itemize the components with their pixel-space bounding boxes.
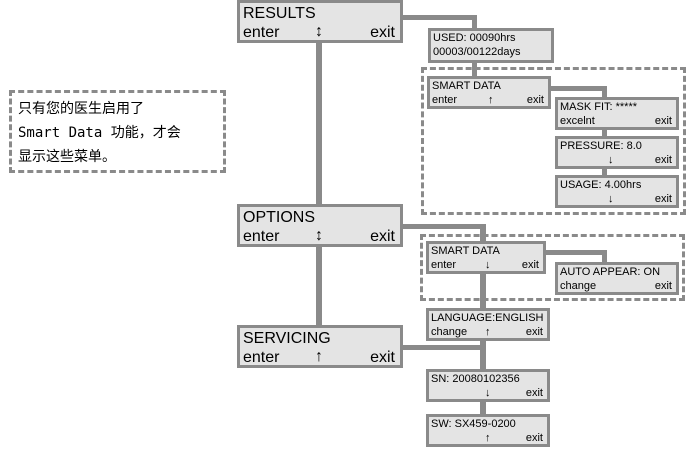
usage-arrow-icon: ↓ <box>608 193 614 205</box>
sw-box[interactable]: SW: SX459-0200 ↑ exit <box>426 414 550 447</box>
results-smart-data-exit: exit <box>526 94 544 106</box>
results-exit: exit <box>370 24 395 41</box>
usage-title: USAGE: 4.00hrs <box>560 179 642 191</box>
chinese-note-box: 只有您的医生启用了 Smart Data 功能，才会 显示这些菜单。 <box>9 90 226 173</box>
pressure-box[interactable]: PRESSURE: 8.0 ↓ exit <box>555 136 679 169</box>
pressure-arrow-icon: ↓ <box>608 154 614 166</box>
options-smart-data-enter: enter <box>431 259 457 271</box>
options-arrow-icon: ↕ <box>315 227 323 244</box>
options-smart-data-box[interactable]: SMART DATA enter ↓ exit <box>426 241 546 274</box>
mask-fit-value: excelnt <box>560 115 595 127</box>
results-smart-data-title: SMART DATA <box>432 80 501 92</box>
auto-appear-exit: exit <box>654 280 672 292</box>
servicing-title: SERVICING <box>243 330 331 347</box>
results-smart-data-group <box>421 67 686 215</box>
sn-arrow-icon: ↓ <box>485 387 491 399</box>
results-title: RESULTS <box>243 5 316 22</box>
options-menu[interactable]: OPTIONS enter ↕ exit <box>237 204 403 247</box>
pressure-exit: exit <box>654 154 672 166</box>
results-to-used-connector <box>400 15 475 20</box>
main-vertical-connector <box>316 42 322 327</box>
language-box[interactable]: LANGUAGE:ENGLISH change ↑ exit <box>426 308 550 341</box>
options-smart-data-arrow-icon: ↓ <box>485 259 491 271</box>
servicing-enter: enter <box>243 349 280 366</box>
options-smart-data-group <box>420 234 685 301</box>
note-line-2: Smart Data 功能，才会 <box>18 125 181 141</box>
servicing-arrow-icon: ↑ <box>315 348 323 365</box>
results-smart-data-enter: enter <box>432 94 458 106</box>
results-smartdata-drop <box>602 86 607 99</box>
usage-exit: exit <box>654 193 672 205</box>
options-enter: enter <box>243 228 280 245</box>
mask-fit-exit: exit <box>654 115 672 127</box>
used-box[interactable]: USED: 00090hrs 00003/00122days <box>428 28 554 63</box>
servicing-menu[interactable]: SERVICING enter ↑ exit <box>237 325 403 368</box>
usage-box[interactable]: USAGE: 4.00hrs ↓ exit <box>555 175 679 208</box>
options-smartdata-drop <box>602 250 607 263</box>
options-to-smartdata-connector <box>400 224 485 229</box>
auto-appear-box[interactable]: AUTO APPEAR: ON change exit <box>555 262 679 295</box>
sn-title: SN: 20080102356 <box>431 373 520 385</box>
sn-box[interactable]: SN: 20080102356 ↓ exit <box>426 369 550 402</box>
sw-arrow-icon: ↑ <box>485 432 491 444</box>
servicing-exit: exit <box>370 349 395 366</box>
note-line-3: 显示这些菜单。 <box>18 149 116 165</box>
mask-fit-box[interactable]: MASK FIT: ***** excelnt exit <box>555 97 679 130</box>
options-smart-data-title: SMART DATA <box>431 245 500 257</box>
results-to-used-drop <box>472 15 477 30</box>
results-menu[interactable]: RESULTS enter ↕ exit <box>237 0 403 43</box>
sn-exit: exit <box>525 387 543 399</box>
options-exit: exit <box>370 228 395 245</box>
options-smart-data-exit: exit <box>521 259 539 271</box>
options-branch-vertical <box>480 224 486 384</box>
results-enter: enter <box>243 24 280 41</box>
results-smartdata-to-maskfit <box>549 86 606 91</box>
pressure-title: PRESSURE: 8.0 <box>560 140 642 152</box>
auto-appear-title: AUTO APPEAR: ON <box>560 266 661 278</box>
sw-exit: exit <box>525 432 543 444</box>
servicing-to-sn-connector <box>400 345 485 350</box>
results-smart-data-box[interactable]: SMART DATA enter ↑ exit <box>427 76 551 109</box>
mask-fit-title: MASK FIT: ***** <box>560 101 638 113</box>
note-line-1: 只有您的医生启用了 <box>18 101 144 117</box>
results-arrow-icon: ↕ <box>315 23 323 40</box>
language-change: change <box>431 326 468 338</box>
language-exit: exit <box>525 326 543 338</box>
options-smartdata-to-autoappear <box>540 250 606 255</box>
sw-title: SW: SX459-0200 <box>431 418 516 430</box>
options-title: OPTIONS <box>243 209 316 226</box>
auto-appear-change: change <box>560 280 597 292</box>
used-hours: USED: 00090hrs <box>433 32 516 44</box>
language-arrow-icon: ↑ <box>485 326 491 338</box>
language-title: LANGUAGE:ENGLISH <box>431 312 544 324</box>
used-days: 00003/00122days <box>433 46 521 58</box>
results-smart-data-arrow-icon: ↑ <box>488 94 494 106</box>
